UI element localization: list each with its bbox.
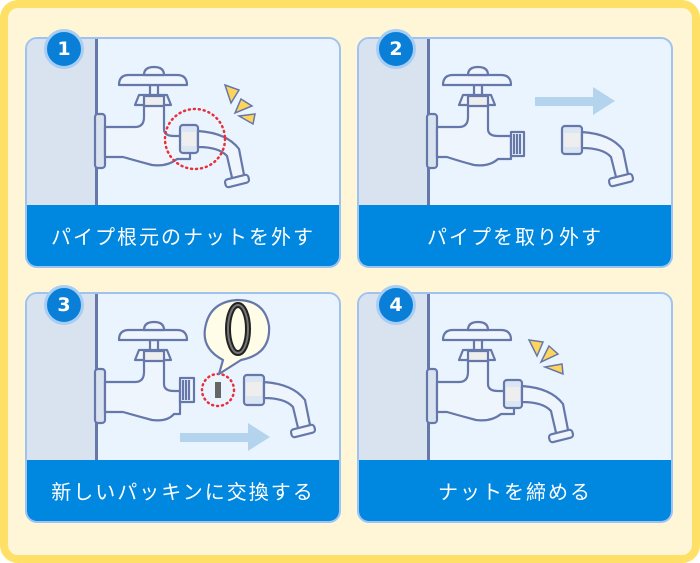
step-4-number-badge: 4 — [376, 285, 416, 325]
step-3-number-badge: 3 — [44, 285, 84, 325]
step-2-number-badge: 2 — [376, 29, 416, 69]
step-2-caption: パイプを取り外す — [359, 205, 671, 266]
step-2-card: パイプを取り外す — [357, 37, 673, 268]
step-3-caption: 新しいパッキンに交換する — [27, 460, 339, 521]
faucet-replace-packing-icon — [93, 298, 317, 451]
step-1-number-badge: 1 — [44, 29, 84, 69]
step-4-card: ナットを締める — [357, 292, 673, 523]
faucet-loosen-nut-icon — [93, 65, 256, 189]
step-1-card: パイプ根元のナットを外す — [25, 37, 341, 268]
faucet-remove-pipe-icon — [425, 65, 635, 188]
step-4-caption: ナットを締める — [359, 460, 671, 521]
step-3-card: 新しいパッキンに交換する — [25, 292, 341, 523]
faucet-tighten-nut-icon — [425, 320, 575, 444]
step-1-caption: パイプ根元のナットを外す — [27, 205, 339, 266]
